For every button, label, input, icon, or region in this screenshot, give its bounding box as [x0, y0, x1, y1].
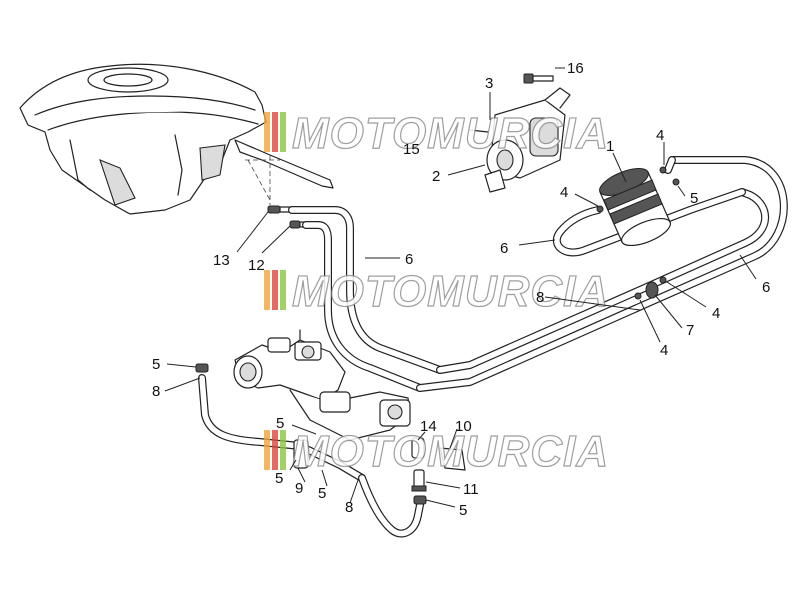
callout-3: 3	[485, 75, 493, 92]
clamp-5-left	[195, 363, 209, 373]
clamp-5-bottom	[413, 495, 427, 505]
callout-1: 1	[606, 138, 614, 155]
callout-5-bottom: 5	[318, 485, 326, 502]
carbon-canister	[599, 168, 671, 247]
callout-6-mid: 6	[500, 240, 508, 257]
callout-7: 7	[686, 322, 694, 339]
clamp-4-left	[596, 205, 604, 213]
callout-4-left: 4	[560, 184, 568, 201]
clamp-5-right	[672, 178, 680, 186]
clamp-4-lower	[634, 292, 642, 300]
callout-4-lower: 4	[660, 342, 668, 359]
fuel-tank	[19, 63, 334, 215]
callout-8-bottom: 8	[345, 499, 353, 516]
part-14	[411, 437, 425, 459]
fitting-13	[267, 205, 291, 214]
callout-10: 10	[455, 418, 472, 435]
valve-7	[645, 281, 659, 299]
watermark-text: MOTOMURCIA	[292, 267, 609, 316]
callout-5-right: 5	[690, 190, 698, 207]
callout-13: 13	[213, 252, 230, 269]
watermark-top: MOTOMURCIA	[264, 108, 609, 159]
callout-14: 14	[420, 418, 437, 435]
bolt-16	[523, 73, 554, 84]
callout-6-right: 6	[762, 279, 770, 296]
clamps	[195, 166, 680, 505]
callout-6-left: 6	[405, 251, 413, 268]
watermark-text: MOTOMURCIA	[292, 427, 609, 476]
callout-4-lower-right: 4	[712, 305, 720, 322]
callout-5-bottom-left: 5	[275, 470, 283, 487]
callout-16: 16	[567, 60, 584, 77]
pipe-9	[293, 439, 309, 469]
callout-8-upper: 8	[536, 289, 544, 306]
throttle-body-assembly	[233, 329, 411, 441]
callout-2: 2	[432, 168, 440, 185]
mounting-guide-line	[247, 159, 271, 201]
callout-15: 15	[403, 141, 420, 158]
callout-5-left: 5	[152, 356, 160, 373]
purge-valve-assembly	[469, 87, 571, 193]
clamp-4-top	[659, 166, 667, 174]
callout-9: 9	[295, 480, 303, 497]
clamp-4-lower-right	[659, 276, 667, 284]
callout-numbers: 13 12 6 3 16 2 15 1 4 5 4 6 6 8 4 7 4 5 …	[152, 60, 770, 519]
watermark-bottom: MOTOMURCIA	[264, 426, 609, 477]
watermark-middle: MOTOMURCIA	[264, 266, 609, 317]
part-10	[439, 447, 466, 471]
watermark-text: MOTOMURCIA	[292, 109, 609, 158]
callout-8-left: 8	[152, 383, 160, 400]
leader-lines	[164, 67, 757, 508]
callout-5-bottom-right: 5	[459, 502, 467, 519]
callout-5-throttle: 5	[276, 415, 284, 432]
fitting-11	[411, 469, 427, 492]
callout-12: 12	[248, 257, 265, 274]
callout-11: 11	[463, 481, 479, 498]
callout-4-top: 4	[656, 127, 664, 144]
